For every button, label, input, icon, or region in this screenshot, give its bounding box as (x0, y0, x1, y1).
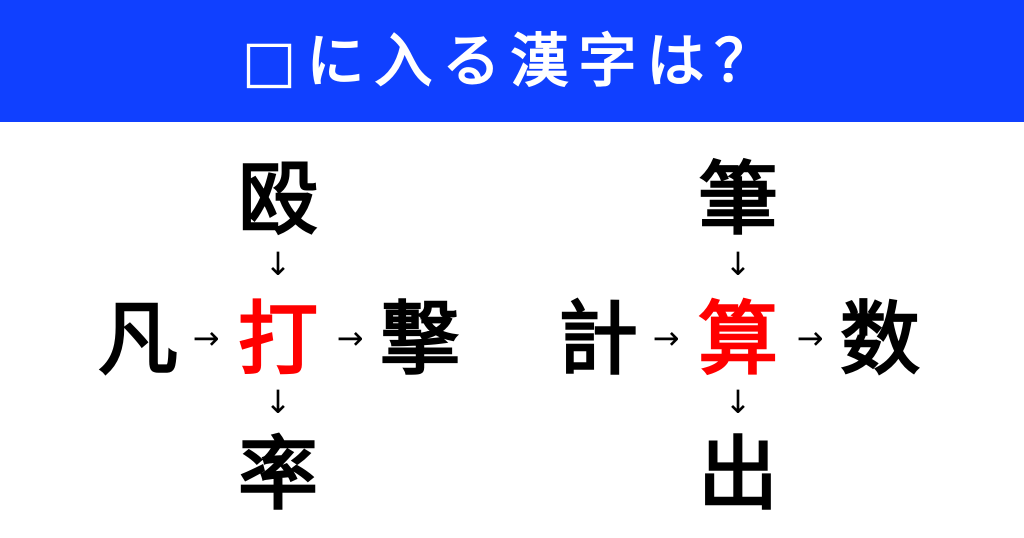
clue-right: 数 (840, 293, 920, 386)
clue-right: 撃 (380, 293, 460, 386)
page-title: □に入る漢字は？ (241, 27, 783, 95)
arrow-down-icon: ↓ (724, 245, 752, 283)
arrow-right-icon: → (652, 319, 680, 357)
arrow-right-icon: → (336, 319, 364, 357)
clue-top: 筆 (698, 153, 778, 246)
arrow-right-icon: → (192, 319, 220, 357)
arrow-down-icon: ↓ (264, 383, 292, 421)
arrow-down-icon: ↓ (264, 245, 292, 283)
clue-bottom: 出 (698, 428, 778, 521)
clue-top: 殴 (238, 153, 318, 246)
arrow-down-icon: ↓ (724, 383, 752, 421)
clue-bottom: 率 (238, 428, 318, 521)
clue-left: 計 (558, 293, 638, 386)
arrow-right-icon: → (796, 319, 824, 357)
clue-left: 凡 (98, 293, 178, 386)
header-banner: □に入る漢字は？ (0, 0, 1024, 122)
answer-center: 算 (698, 293, 778, 386)
answer-center: 打 (238, 293, 318, 386)
